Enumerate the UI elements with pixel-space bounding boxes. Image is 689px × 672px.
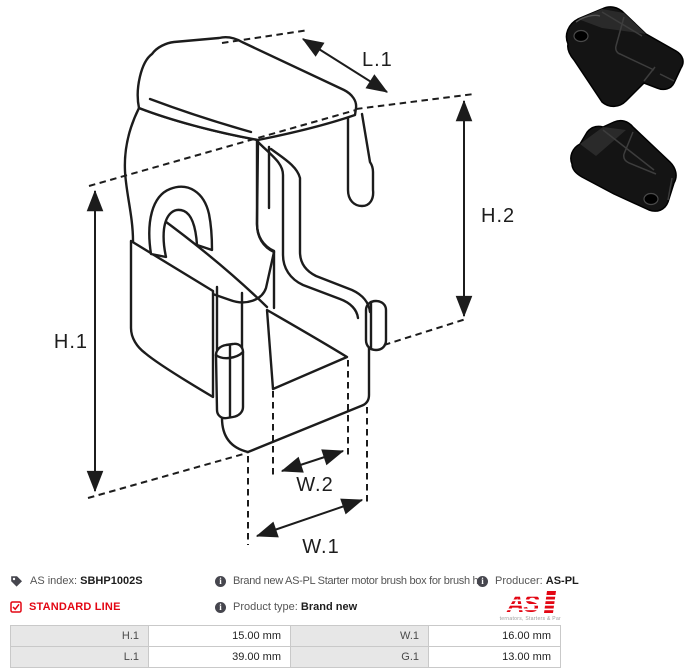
table-label-h1: H.1 — [11, 626, 149, 646]
as-index-label: AS index: — [30, 574, 78, 587]
dim-label-h2: H.2 — [481, 205, 515, 227]
producer-value: AS-PL — [545, 574, 579, 587]
as-index-value: SBHP1002S — [80, 574, 143, 587]
product-type-row: i Product type: Brand new — [215, 600, 357, 614]
as-index-row: AS index: SBHP1002S — [10, 574, 143, 588]
info-icon: i — [477, 575, 488, 587]
dim-label-w1: W.1 — [302, 536, 339, 558]
table-row: H.1 15.00 mm W.1 16.00 mm — [11, 626, 560, 647]
as-pl-logo: AS Alternators, Starters & Parts — [499, 591, 561, 622]
logo-tagline: Alternators, Starters & Parts — [499, 616, 561, 622]
dim-label-l1: L.1 — [362, 49, 393, 71]
standard-line-row: STANDARD LINE — [10, 600, 121, 614]
product-photo-top — [565, 6, 684, 108]
table-row: L.1 39.00 mm G.1 13.00 mm — [11, 647, 560, 668]
tag-icon — [11, 575, 22, 587]
info-bar: AS index: SBHP1002S STANDARD LINE i Bran… — [0, 568, 689, 622]
product-type-label: Product type: — [233, 600, 298, 613]
product-photo-bottom — [570, 119, 677, 212]
info-icon: i — [215, 601, 226, 613]
dimension-arrows — [86, 38, 473, 538]
checkbox-icon — [10, 601, 22, 613]
producer-label: Producer: — [495, 574, 543, 587]
table-value-w1: 16.00 mm — [429, 626, 560, 646]
dim-label-h1: H.1 — [54, 331, 88, 353]
standard-line-badge: STANDARD LINE — [29, 600, 121, 613]
description-row: i Brand new AS-PL Starter motor brush bo… — [215, 574, 479, 588]
table-label-w1: W.1 — [291, 626, 429, 646]
product-type-value: Brand new — [300, 600, 358, 613]
dimensions-table: H.1 15.00 mm W.1 16.00 mm L.1 39.00 mm G… — [10, 625, 561, 668]
dim-label-w2: W.2 — [296, 474, 333, 496]
table-value-g1: 13.00 mm — [429, 647, 560, 667]
extension-lines — [87, 29, 475, 545]
info-icon: i — [215, 575, 226, 587]
product-description: Brand new AS-PL Starter motor brush box … — [233, 574, 479, 587]
table-label-l1: L.1 — [11, 647, 149, 667]
producer-row: i Producer: AS-PL — [477, 574, 579, 588]
technical-drawing: L.1 H.1 H.2 W.2 W.1 — [54, 29, 515, 558]
brush-box-isometric-outline — [123, 36, 388, 454]
table-value-l1: 39.00 mm — [149, 647, 291, 667]
table-label-g1: G.1 — [291, 647, 429, 667]
table-value-h1: 15.00 mm — [149, 626, 291, 646]
